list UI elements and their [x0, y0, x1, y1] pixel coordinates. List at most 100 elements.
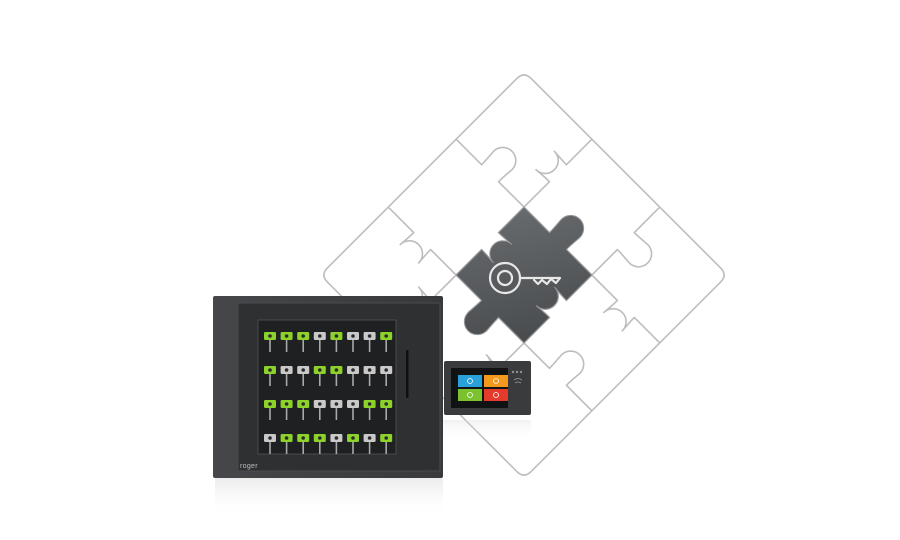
- key-slot-grid: [264, 332, 393, 454]
- key-slot: [347, 332, 359, 352]
- key-stem: [335, 408, 338, 420]
- key-tag-hole: [301, 436, 306, 440]
- key-stem: [302, 374, 304, 386]
- puzzle-center-piece: [455, 206, 593, 344]
- key-slot: [363, 332, 376, 352]
- key-cabinet: roger: [213, 296, 443, 478]
- key-slot: [297, 366, 310, 386]
- key-slot: [280, 332, 293, 352]
- key-slot: [280, 400, 293, 420]
- terminal-tile-green: [458, 389, 482, 401]
- key-slot: [363, 434, 376, 454]
- key-slot: [330, 434, 343, 454]
- key-stem: [335, 374, 338, 386]
- terminal-tile-orange: [484, 375, 508, 387]
- tile-glyph-icon: [493, 378, 499, 384]
- key-icon: [488, 261, 562, 295]
- key-slot: [264, 332, 276, 352]
- key-slot: [347, 400, 359, 420]
- key-tag-hole: [284, 402, 289, 406]
- key-tag-hole: [367, 334, 372, 338]
- key-stem: [352, 408, 354, 420]
- key-tag-hole: [367, 436, 372, 440]
- key-stem: [368, 374, 371, 386]
- key-tag-hole: [334, 368, 339, 372]
- key-stem: [285, 340, 288, 352]
- key-slot: [380, 400, 393, 420]
- key-tag-hole: [318, 402, 322, 406]
- center-piece-shape: [455, 206, 593, 344]
- key-tag-hole: [318, 334, 322, 338]
- key-stem: [285, 374, 288, 386]
- key-slot: [330, 332, 343, 352]
- key-stem: [302, 408, 304, 420]
- key-slot: [330, 366, 343, 386]
- tile-glyph-icon: [493, 392, 499, 398]
- key-slot: [313, 366, 326, 386]
- key-stem: [385, 408, 387, 420]
- key-tag-hole: [384, 402, 389, 406]
- key-tag-hole: [318, 436, 322, 440]
- key-stem: [368, 408, 371, 420]
- key-stem: [269, 340, 271, 352]
- key-slot: [297, 332, 310, 352]
- key-tag-hole: [367, 402, 372, 406]
- key-stem: [335, 442, 338, 454]
- key-tag-hole: [351, 368, 355, 372]
- floor-reflection: [215, 420, 531, 518]
- key-slot: [280, 434, 293, 454]
- key-slot: [380, 434, 393, 454]
- key-slot: [264, 434, 276, 454]
- key-stem: [302, 442, 304, 454]
- key-stem: [319, 442, 321, 454]
- key-tag-hole: [284, 334, 289, 338]
- key-slot: [313, 434, 326, 454]
- key-stem: [368, 340, 371, 352]
- tile-glyph-icon: [467, 392, 473, 398]
- key-slot: [363, 400, 376, 420]
- key-slot: [347, 434, 359, 454]
- key-slot: [297, 400, 310, 420]
- key-slot: [280, 366, 293, 386]
- key-stem: [352, 442, 354, 454]
- key-stem: [368, 442, 371, 454]
- key-slot: [313, 332, 326, 352]
- key-stem: [269, 408, 271, 420]
- key-tag-hole: [384, 436, 389, 440]
- terminal-tile-blue: [458, 375, 482, 387]
- key-tag-hole: [384, 368, 389, 372]
- key-tag-hole: [268, 402, 272, 406]
- key-stem: [285, 408, 288, 420]
- key-tag-hole: [384, 334, 389, 338]
- key-tag-hole: [351, 436, 355, 440]
- key-stem: [385, 442, 387, 454]
- key-slot: [297, 434, 310, 454]
- key-slot: [380, 332, 393, 352]
- key-tag-hole: [367, 368, 372, 372]
- key-slot: [264, 366, 276, 386]
- terminal-device: [444, 361, 531, 415]
- key-stem: [302, 340, 304, 352]
- tile-glyph-icon: [467, 378, 473, 384]
- key-slot: [380, 366, 393, 386]
- key-stem: [385, 374, 387, 386]
- cabinet-handle: [406, 350, 409, 398]
- key-tag-hole: [268, 368, 272, 372]
- key-stem: [319, 340, 321, 352]
- key-stem: [352, 340, 354, 352]
- terminal-screen: [451, 368, 508, 408]
- puzzle-diamond: [323, 74, 725, 476]
- key-stem: [285, 442, 288, 454]
- key-stem: [352, 374, 354, 386]
- terminal-tile-red: [484, 389, 508, 401]
- terminal-side-icons: [511, 370, 523, 384]
- key-slot: [363, 366, 376, 386]
- cabinet-window: [257, 319, 397, 455]
- key-tag-hole: [301, 334, 306, 338]
- key-tag-hole: [268, 334, 272, 338]
- key-slot: [347, 366, 359, 386]
- key-stem: [269, 374, 271, 386]
- wifi-icon: [513, 378, 523, 384]
- key-tag-hole: [334, 436, 339, 440]
